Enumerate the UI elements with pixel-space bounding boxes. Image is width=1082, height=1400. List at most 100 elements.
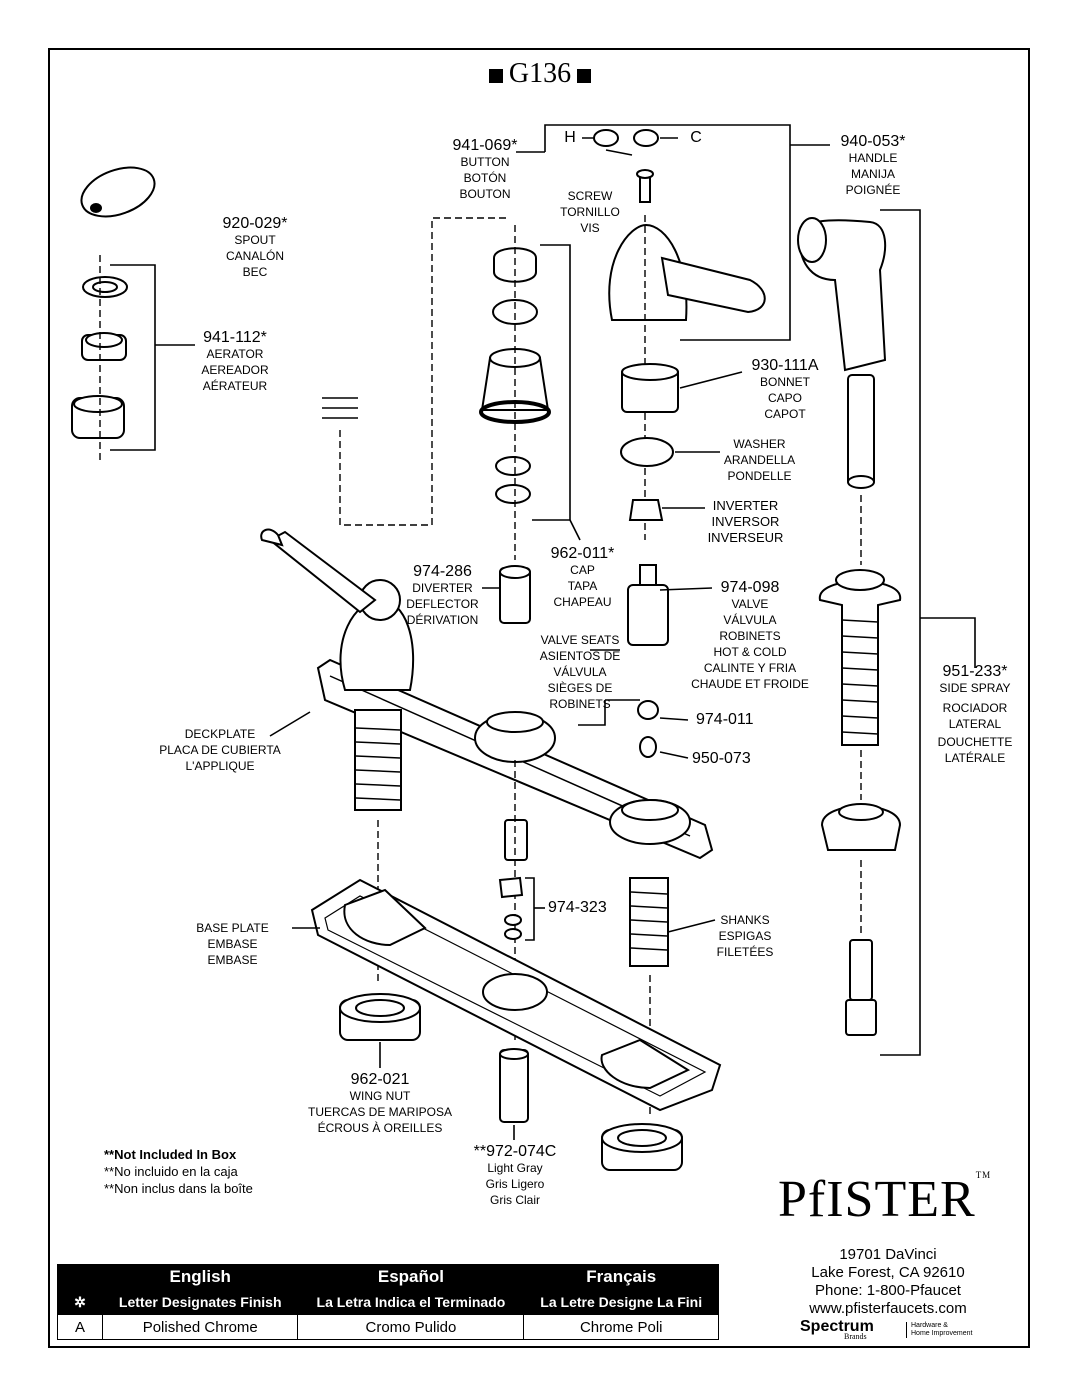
not-included-notes: **Not Included In Box **No incluido en l…: [104, 1146, 253, 1197]
label-spout: 920-029* SPOUT CANALÓN BEC: [205, 216, 305, 280]
label-hot: H: [560, 130, 580, 146]
part-name-es: MANIJA: [850, 167, 895, 181]
label-inverter: INVERTER INVERSOR INVERSEUR: [698, 498, 793, 546]
legend-header-es: Español: [297, 1264, 525, 1290]
legend-header-fr: Français: [523, 1264, 719, 1290]
label-cold: C: [686, 130, 706, 146]
legend-header-row: English Español Français: [57, 1264, 719, 1290]
part-finish-en: Light Gray: [487, 1161, 543, 1175]
legend-subheader-es: La Letra Indica el Terminado: [297, 1289, 525, 1315]
tagline-line: Home Improvement: [911, 1330, 973, 1337]
part-name-fr: CAPOT: [764, 407, 806, 421]
part-name-es: ARANDELLA: [723, 453, 796, 467]
parent-brand-sub: Brands: [844, 1332, 867, 1341]
part-name-en: SIDE SPRAY: [939, 681, 1011, 695]
model-number: G136: [508, 58, 572, 89]
label-side-spray: 951-233* SIDE SPRAY ROCIADOR LATERAL DOU…: [925, 664, 1025, 766]
label-baseplate: BASE PLATE EMBASE EMBASE: [180, 920, 285, 968]
hose-fitting-drawing: [499, 1048, 529, 1140]
bonnet-drawing: [620, 363, 743, 521]
part-name-fr: BOUTON: [459, 187, 511, 201]
part-name-fr: DÉRIVATION: [406, 613, 479, 627]
label-hose-fitting: **972-074C Light Gray Gris Ligero Gris C…: [460, 1144, 570, 1208]
note-fr: **Non inclus dans la boîte: [104, 1181, 253, 1196]
legend-subheader-en: Letter Designates Finish: [101, 1289, 299, 1315]
tagline-line: Hardware &: [911, 1322, 948, 1329]
part-name-fr: PONDELLE: [727, 469, 792, 483]
part-number: 941-112*: [203, 329, 267, 346]
label-valve: 974-098 VALVE VÁLVULA ROBINETS HOT & COL…: [685, 580, 815, 692]
part-name-en: DECKPLATE: [184, 727, 256, 741]
seats-line: ASIENTOS DE: [539, 649, 621, 663]
part-name-es: TAPA: [567, 579, 598, 593]
part-number: 930-111A: [751, 357, 819, 374]
table-row: A Polished Chrome Cromo Pulido Chrome Po…: [57, 1314, 719, 1340]
valve-desc-fr: CHAUDE ET FROIDE: [691, 677, 809, 691]
spout-drawing: [80, 126, 510, 526]
label-seat-950-073: 950-073: [692, 751, 772, 767]
part-name-es: CANALÓN: [225, 249, 284, 263]
part-number: 920-029*: [222, 215, 288, 232]
part-name-en: HANDLE: [848, 151, 898, 165]
part-name-fr: ÉCROUS À OREILLES: [317, 1121, 443, 1135]
part-name-en: BONNET: [759, 375, 810, 389]
handle-drawing: [516, 124, 830, 540]
part-number: 951-233*: [942, 663, 1008, 680]
seats-line: ROBINETS: [549, 697, 611, 711]
part-finish-fr: Gris Clair: [490, 1193, 540, 1207]
label-washer: WASHER ARANDELLA PONDELLE: [712, 436, 807, 484]
title-square-right-icon: [577, 68, 592, 83]
seats-line: VALVE SEATS: [540, 633, 620, 647]
part-name-es: BOTÓN: [463, 171, 507, 185]
trademark-mark: TM: [975, 1170, 992, 1180]
baseplate-drawing: [292, 878, 722, 1112]
pfister-logo: PfISTERTM: [778, 1170, 991, 1229]
finish-name-en: Polished Chrome: [101, 1314, 299, 1340]
part-name-fr: FILETÉES: [716, 945, 774, 959]
part-name-en: CAP: [570, 563, 595, 577]
spectrum-tagline: Hardware & Home Improvement: [906, 1322, 972, 1338]
part-name-fr: VIS: [580, 221, 600, 235]
note-es: **No incluido en la caja: [104, 1164, 238, 1179]
part-name-en: BASE PLATE: [196, 921, 269, 935]
website-line: www.pfisterfaucets.com: [809, 1300, 967, 1317]
part-name-en: BUTTON: [460, 155, 510, 169]
part-name-es: TUERCAS DE MARIPOSA: [307, 1105, 453, 1119]
aerator-drawing: [71, 255, 195, 460]
label-button: 941-069* BUTTON BOTÓN BOUTON: [430, 138, 540, 202]
legend-subheader-row: ✲ Letter Designates Finish La Letra Indi…: [57, 1289, 719, 1315]
part-name-fr: BEC: [242, 265, 268, 279]
part-name-en: SCREW: [567, 189, 613, 203]
legend-subheader-fr: La Letre Designe La Fini: [523, 1289, 719, 1315]
part-name-en: WING NUT: [349, 1089, 411, 1103]
label-shanks: SHANKS ESPIGAS FILETÉES: [705, 912, 785, 960]
part-name-en: DIVERTER: [412, 581, 473, 595]
part-name-fr: CHAPEAU: [553, 595, 612, 609]
label-deckplate: DECKPLATE PLACA DE CUBIERTA L'APPLIQUE: [150, 726, 290, 774]
part-name-fr: EMBASE: [207, 953, 258, 967]
seats-line: SIÈGES DE: [547, 681, 613, 695]
finish-legend-table: English Español Français ✲ Letter Design…: [57, 1264, 719, 1340]
label-cap: 962-011* CAP TAPA CHAPEAU: [535, 546, 630, 610]
part-number: 940-053*: [840, 133, 906, 150]
hot-marker: H: [564, 129, 576, 146]
parent-brand-name: Spectrum: [800, 1318, 874, 1335]
part-name-en: WASHER: [733, 437, 786, 451]
part-name-fr: LATÉRALE: [944, 751, 1006, 765]
sidespray-threads: [841, 619, 879, 735]
part-number: 941-069*: [452, 137, 518, 154]
finish-name-fr: Chrome Poli: [523, 1314, 719, 1340]
part-name-fr: INVERSEUR: [707, 530, 784, 545]
label-wingnut: 962-021 WING NUT TUERCAS DE MARIPOSA ÉCR…: [300, 1072, 460, 1136]
part-name-en: VALVE: [731, 597, 769, 611]
part-name-es: VÁLVULA: [723, 613, 777, 627]
company-address: 19701 DaVinci Lake Forest, CA 92610 Phon…: [782, 1246, 994, 1318]
diagram-frame: [48, 48, 1030, 1348]
part-name-en: SHANKS: [720, 913, 770, 927]
part-name-es: TORNILLO: [560, 205, 620, 219]
finish-code: A: [57, 1314, 103, 1340]
model-title: G136: [465, 58, 615, 90]
diverter-stack-drawing: [479, 225, 581, 624]
